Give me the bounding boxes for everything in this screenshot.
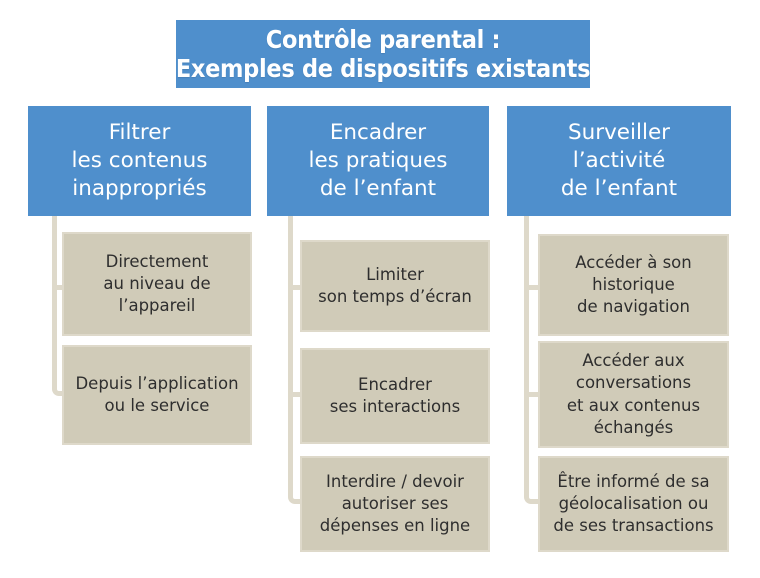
connector-stub-column-3-child-2	[524, 392, 540, 397]
leaf-1-1-line-3: l’appareil	[118, 296, 196, 316]
connector-trunk-column-1	[52, 216, 57, 288]
connector-trunk-column-2-lower	[288, 285, 293, 395]
leaf-3-3-line-2: géolocalisation ou	[558, 493, 709, 513]
column-3-header-line-1: Surveiller	[567, 120, 671, 146]
diagram-title-banner: Contrôle parental : Exemples de disposit…	[176, 20, 590, 88]
leaf-2-1-line-2: son temps d’écran	[318, 287, 472, 306]
connector-stub-column-3-child-1	[524, 285, 540, 290]
leaf-box-acceder-conversations-contenus-echanges: Accéder aux conversations et aux contenu…	[538, 341, 729, 448]
leaf-box-encadrer-ses-interactions: Encadrer ses interactions	[300, 348, 490, 444]
leaf-3-2-line-4: échangés	[593, 417, 674, 437]
leaf-3-2-line-3: et aux contenus	[566, 395, 701, 415]
leaf-2-1-line-1: Limiter	[366, 264, 424, 284]
leaf-2-2-line-1: Encadrer	[358, 374, 432, 394]
column-2-header-line-3: de l’enfant	[319, 175, 437, 201]
column-header-surveiller: Surveiller l’activité de l’enfant	[507, 106, 731, 216]
leaf-box-limiter-son-temps-decran: Limiter son temps d’écran	[300, 240, 490, 332]
leaf-2-2-line-2: ses interactions	[329, 397, 461, 416]
leaf-2-3-line-1: Interdire / devoir	[326, 471, 464, 491]
leaf-box-directement-au-niveau-de-lappareil: Directement au niveau de l’appareil	[62, 232, 252, 336]
column-1-header-line-3: inappropriés	[72, 175, 207, 201]
leaf-1-1-line-1: Directement	[105, 251, 209, 271]
leaf-2-3-line-2: autoriser ses	[341, 493, 449, 513]
leaf-3-3-line-1: Être informé de sa	[557, 471, 710, 491]
connector-stub-column-2-child-1	[288, 285, 302, 290]
leaf-2-3-line-3: dépenses en ligne	[319, 516, 471, 536]
column-header-filtrer: Filtrer les contenus inappropriés	[28, 106, 251, 216]
leaf-3-2-line-2: conversations	[575, 373, 692, 393]
leaf-1-2-line-2: ou le service	[104, 396, 210, 415]
column-3-header-line-3: de l’enfant	[560, 175, 678, 201]
leaf-1-2-line-1: Depuis l’application	[75, 373, 239, 393]
connector-trunk-column-3	[524, 216, 529, 288]
column-header-encadrer: Encadrer les pratiques de l’enfant	[267, 106, 489, 216]
leaf-box-interdire-devoir-autoriser-depenses: Interdire / devoir autoriser ses dépense…	[300, 456, 490, 552]
connector-elbow-column-1-child-2	[52, 285, 64, 396]
leaf-3-1-line-1: Accéder à son	[575, 252, 692, 272]
column-1-header-line-1: Filtrer	[108, 120, 171, 146]
connector-elbow-column-3-child-3	[524, 392, 540, 504]
leaf-3-1-line-2: historique	[592, 274, 675, 294]
diagram-title-line-1: Contrôle parental :	[265, 25, 501, 54]
diagram-title-line-2: Exemples de dispositifs existants	[175, 54, 591, 83]
leaf-3-1-line-3: de navigation	[577, 297, 690, 317]
column-3-header-line-2: l’activité	[572, 148, 666, 174]
column-1-header-line-2: les contenus	[71, 148, 208, 174]
leaf-3-2-line-1: Accéder aux	[582, 351, 685, 371]
leaf-box-etre-informe-geolocalisation-transactions: Être informé de sa géolocalisation ou de…	[538, 456, 729, 552]
connector-trunk-column-3-lower	[524, 285, 529, 395]
leaf-box-acceder-historique-navigation: Accéder à son historique de navigation	[538, 234, 729, 336]
leaf-box-depuis-lapplication-ou-le-service: Depuis l’application ou le service	[62, 345, 252, 445]
column-2-header-line-1: Encadrer	[329, 120, 427, 146]
leaf-3-3-line-3: de ses transactions	[553, 516, 714, 536]
connector-elbow-column-2-child-3	[288, 392, 302, 504]
column-2-header-line-2: les pratiques	[308, 148, 448, 174]
leaf-1-1-line-2: au niveau de	[103, 273, 211, 293]
connector-trunk-column-2	[288, 216, 293, 288]
